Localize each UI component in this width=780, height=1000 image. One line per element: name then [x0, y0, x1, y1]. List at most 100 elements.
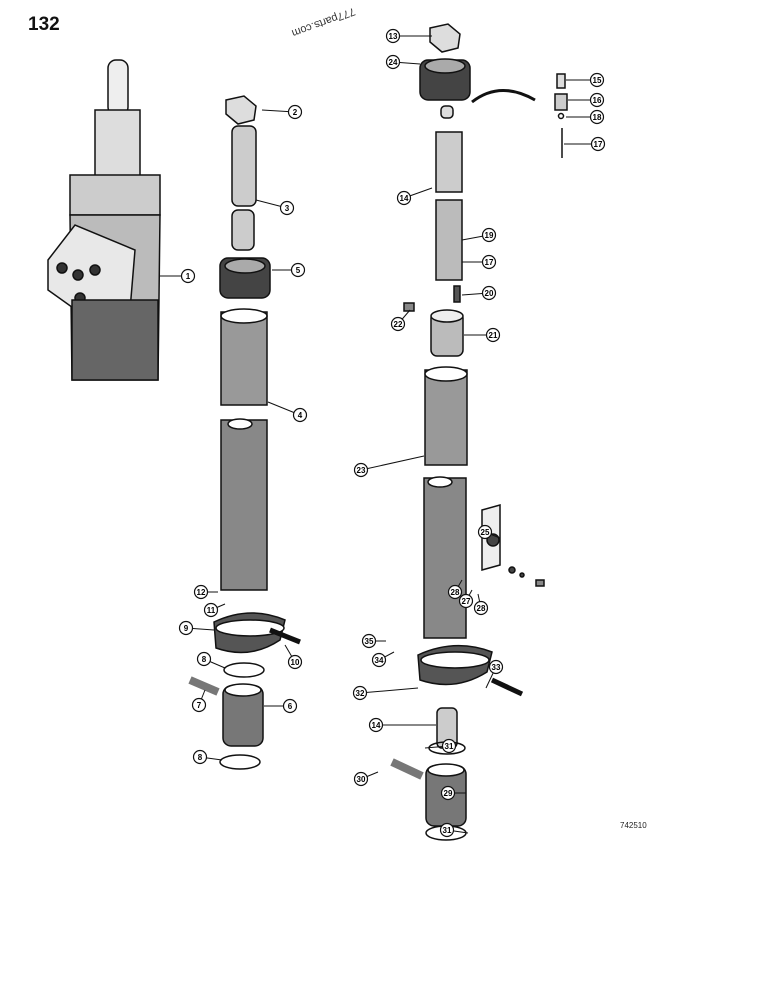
callout-circle [390, 316, 406, 332]
callout-number: 9 [184, 624, 189, 633]
part-tube-23 [423, 366, 468, 639]
callout-circle [589, 72, 605, 88]
callout-number: 32 [356, 689, 365, 698]
part-clamp-32 [417, 644, 493, 686]
callout-1: 1 [160, 268, 196, 284]
callout-number: 30 [357, 775, 366, 784]
callout-23: 23 [353, 455, 425, 478]
callout-25: 25 [477, 524, 501, 540]
callout-number: 35 [365, 637, 374, 646]
part-shaft-3 [231, 125, 257, 251]
callout-number: 24 [389, 58, 398, 67]
part-pin-7 [188, 676, 220, 696]
callout-18: 18 [566, 109, 605, 125]
callout-circle [368, 717, 384, 733]
callout-17: 17 [462, 254, 497, 270]
callout-circle [385, 28, 401, 44]
callout-number: 31 [445, 742, 454, 751]
callout-number: 11 [207, 606, 216, 615]
assembly-arrow [471, 89, 536, 104]
callout-number: 12 [197, 588, 206, 597]
callout-circle [180, 268, 196, 284]
part-screw-22 [403, 302, 415, 312]
callout-number: 28 [451, 588, 460, 597]
callout-7: 7 [191, 689, 207, 713]
callout-number: 8 [202, 655, 207, 664]
callout-number: 34 [375, 656, 384, 665]
callout-circle [192, 749, 208, 765]
callout-4: 4 [267, 401, 308, 423]
callout-circle [385, 54, 401, 70]
callout-2: 2 [261, 104, 303, 120]
callout-16: 16 [568, 92, 605, 108]
callout-number: 6 [288, 702, 293, 711]
callout-20: 20 [461, 285, 497, 301]
callout-33: 33 [485, 659, 504, 689]
callout-circle [361, 633, 377, 649]
callout-number: 25 [481, 528, 490, 537]
callout-17: 17 [564, 136, 606, 152]
callout-circle [589, 92, 605, 108]
callout-number: 27 [462, 597, 471, 606]
part-ring-8 [219, 662, 265, 770]
callout-circle [371, 652, 387, 668]
callout-31: 31 [424, 738, 457, 754]
callout-number: 18 [593, 113, 602, 122]
part-nut-2 [225, 95, 257, 125]
callout-number: 2 [293, 108, 298, 117]
callout-3: 3 [255, 199, 295, 216]
callout-15: 15 [566, 72, 605, 88]
part-bearing-5 [219, 257, 271, 299]
callout-circle [481, 227, 497, 243]
callout-circle [353, 462, 369, 478]
callout-13: 13 [385, 28, 432, 44]
callout-number: 14 [400, 194, 409, 203]
callout-circle [203, 602, 219, 618]
callout-circle [290, 262, 306, 278]
part-cup-21 [430, 309, 464, 357]
callout-number: 1 [186, 272, 191, 281]
callout-number: 17 [485, 258, 494, 267]
callout-number: 33 [492, 663, 501, 672]
callout-number: 15 [593, 76, 602, 85]
callout-10: 10 [284, 644, 303, 670]
callout-number: 14 [372, 721, 381, 730]
part-bearing-24 [419, 58, 471, 101]
callout-21: 21 [464, 327, 501, 343]
part-bolt-33 [490, 677, 524, 697]
callout-circle [441, 738, 457, 754]
callout-circle [287, 104, 303, 120]
callout-number: 13 [389, 32, 398, 41]
callout-14: 14 [396, 187, 433, 206]
callout-5: 5 [272, 262, 306, 278]
callout-9: 9 [178, 620, 215, 636]
callout-11: 11 [203, 602, 226, 618]
part-bolt-10 [269, 627, 301, 645]
callout-circle [178, 620, 194, 636]
part-steering-control-valve [47, 59, 161, 381]
callout-number: 31 [443, 826, 452, 835]
callout-circle [440, 785, 456, 801]
part-coupling-6 [222, 683, 264, 747]
callout-28: 28 [447, 579, 463, 600]
callout-number: 3 [285, 204, 290, 213]
callout-29: 29 [440, 785, 466, 801]
callout-number: 22 [394, 320, 403, 329]
callout-circle [191, 697, 207, 713]
illustration-reference-code: 742510 [620, 821, 647, 830]
callout-8: 8 [192, 749, 223, 765]
callout-circle [196, 651, 212, 667]
callout-number: 23 [357, 466, 366, 475]
callout-32: 32 [352, 685, 419, 701]
callout-circle [458, 593, 474, 609]
part-shaft-14-top [435, 105, 463, 281]
part-hardware-26-28 [508, 566, 545, 587]
callout-27: 27 [458, 589, 474, 609]
part-clamp-9 [213, 612, 286, 654]
callout-circle [488, 659, 504, 675]
callout-6: 6 [264, 698, 298, 714]
page-number: 132 [28, 14, 60, 35]
callout-number: 5 [296, 266, 301, 275]
callout-number: 21 [489, 331, 498, 340]
